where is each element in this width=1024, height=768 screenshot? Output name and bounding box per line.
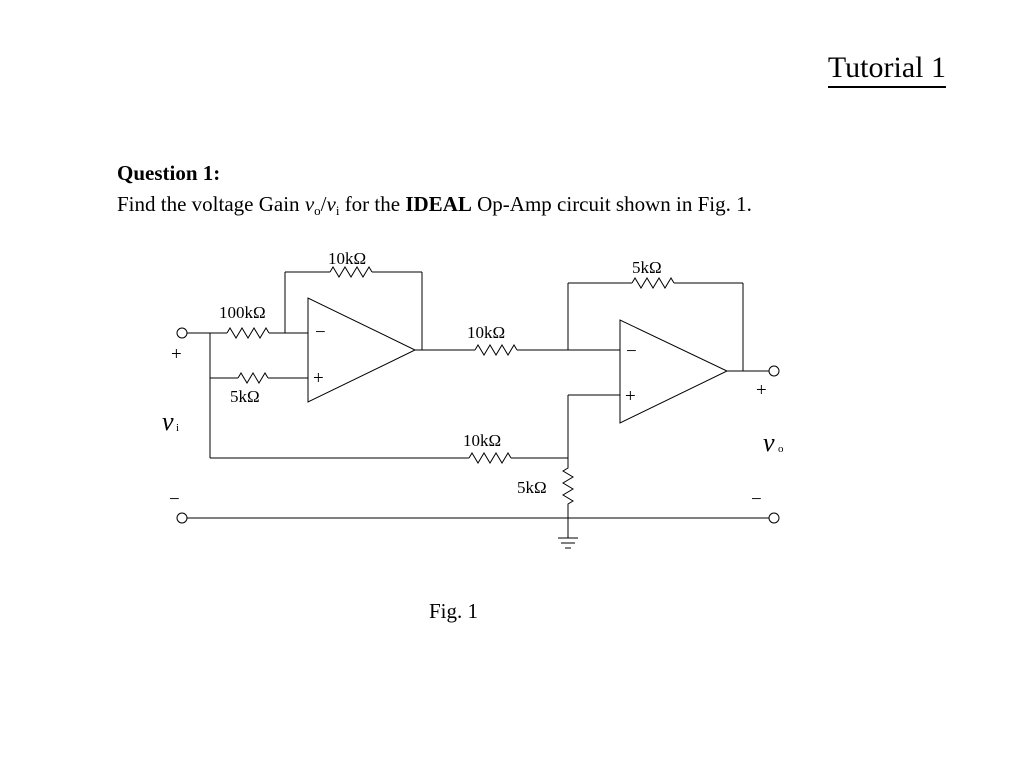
- label-r-divider-top: 10kΩ: [463, 431, 501, 450]
- output-minus-label: −: [751, 489, 762, 510]
- vi-subscript: i: [335, 203, 340, 218]
- resistor-5k-feedback: [631, 277, 675, 289]
- question-text-mid: for the: [339, 192, 406, 216]
- input-plus-label: +: [171, 344, 182, 365]
- resistor-10k-divider: [468, 452, 512, 464]
- question-text-pre: Find the voltage Gain: [117, 192, 305, 216]
- opamp-1: [307, 297, 417, 403]
- vi-symbol: v: [326, 192, 336, 216]
- ratio-slash: /: [320, 192, 327, 216]
- question-heading: Question 1:: [117, 161, 221, 185]
- figure-caption: Fig. 1: [429, 599, 479, 623]
- label-r-noninv-1: 5kΩ: [230, 387, 260, 406]
- label-r-input-1: 100kΩ: [219, 303, 266, 322]
- label-r-feedback-1: 10kΩ: [328, 249, 366, 268]
- resistor-100k: [226, 327, 270, 339]
- opamp1-minus-label: −: [315, 322, 326, 343]
- resistor-10k-series: [474, 344, 518, 356]
- page-title: Tutorial 1: [827, 52, 946, 88]
- vo-label-symbol: v: [763, 428, 775, 457]
- input-minus-label: −: [169, 489, 180, 510]
- question-text-post: Op-Amp circuit shown in Fig. 1.: [471, 192, 752, 216]
- output-plus-terminal: [768, 365, 780, 377]
- resistor-10k-feedback: [329, 266, 373, 278]
- resistor-5k-noninv: [237, 372, 269, 384]
- label-r-series-2: 10kΩ: [467, 323, 505, 342]
- opamp2-plus-label: +: [625, 386, 636, 407]
- input-minus-terminal: [176, 512, 188, 524]
- vi-label-symbol: v: [162, 407, 174, 436]
- output-minus-terminal: [768, 512, 780, 524]
- vo-symbol: v: [304, 192, 315, 216]
- label-r-feedback-2: 5kΩ: [632, 258, 662, 277]
- opamp1-plus-label: +: [313, 368, 324, 389]
- label-r-divider-bottom: 5kΩ: [517, 478, 547, 497]
- output-plus-label: +: [756, 380, 767, 401]
- resistor-5k-divider: [562, 458, 574, 518]
- opamp-2: [619, 319, 729, 424]
- input-plus-terminal: [176, 327, 188, 339]
- vi-label-subscript: i: [176, 422, 179, 434]
- ideal-word: IDEAL: [405, 192, 472, 216]
- vo-label-subscript: o: [778, 443, 784, 455]
- vo-subscript: o: [314, 203, 321, 218]
- question-block: Question 1: Find the voltage Gain vo/vi …: [117, 158, 752, 222]
- opamp2-minus-label: −: [626, 341, 637, 362]
- question-text: Find the voltage Gain vo/vi for the IDEA…: [117, 189, 752, 222]
